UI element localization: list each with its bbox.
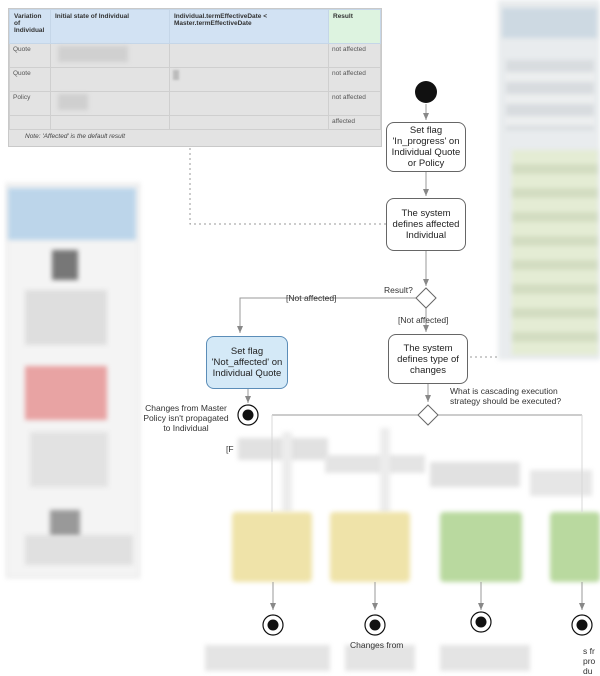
blurred-mid-vertical-2 — [380, 428, 390, 513]
end-node-1 — [262, 614, 284, 636]
start-node — [415, 81, 437, 103]
partial-right-label-3: du — [583, 666, 593, 676]
blurred-green-node-2 — [550, 512, 600, 582]
header-effective-date: Individual.termEffectiveDate < Master.te… — [169, 9, 329, 44]
result-decision-diamond — [415, 287, 437, 309]
blurred-right-panel-header — [502, 8, 597, 38]
blurred-green-node-1 — [440, 512, 522, 582]
blurred-left-block-2 — [25, 290, 107, 345]
cascading-question-label: What is cascading execution strategy sho… — [450, 386, 562, 406]
not-affected-guard-label: [Not affected] — [286, 293, 337, 303]
defines-affected-node: The system defines affected Individual — [386, 198, 466, 251]
cell-result: not affected — [328, 43, 381, 68]
header-result: Result — [328, 9, 381, 44]
result-question-label: Result? — [384, 285, 413, 295]
cell-variation: Quote — [9, 43, 51, 68]
partial-right-label-1: s fr — [583, 646, 595, 656]
state-table: Variation of Individual Initial state of… — [8, 8, 382, 147]
set-flag-in-progress-node: Set flag 'In_progress' on Individual Quo… — [386, 122, 466, 172]
cell-result: affected — [328, 115, 381, 130]
partial-changes-from-label: Changes from — [350, 640, 404, 650]
cascade-decision-diamond — [417, 404, 439, 426]
end-node-4 — [571, 614, 593, 636]
blurred-bottom-text-2 — [345, 645, 415, 671]
header-initial-state: Initial state of Individual — [50, 9, 170, 44]
table-note: Note: 'Affected' is the default result — [25, 133, 126, 140]
end-node-not-affected — [237, 404, 259, 426]
blurred-mid-text-2 — [325, 455, 425, 473]
blurred-right-panel-body — [512, 150, 598, 355]
changes-not-propagated-label: Changes from Master Policy isn't propaga… — [143, 403, 229, 433]
partial-bracket-label: [F — [226, 444, 234, 454]
partial-right-label-2: pro — [583, 656, 596, 666]
blurred-left-red-block — [25, 366, 107, 420]
not-affected-guard-label-2: [Not affected] — [398, 315, 449, 325]
dotted-link-table — [189, 148, 388, 225]
blurred-mid-vertical-1 — [282, 432, 292, 512]
blurred-bottom-text-1 — [205, 645, 330, 671]
blurred-right-panel-rows — [506, 60, 594, 130]
defines-type-node: The system defines type of changes — [388, 334, 468, 384]
end-node-3 — [470, 611, 492, 633]
blurred-yellow-node-1 — [232, 512, 312, 582]
blurred-left-block-4 — [50, 510, 80, 538]
header-variation: Variation of Individual — [9, 9, 51, 44]
blurred-left-block-3 — [30, 432, 108, 487]
blurred-yellow-node-2 — [330, 512, 410, 582]
set-flag-not-affected-node: Set flag 'Not_affected' on Individual Qu… — [206, 336, 288, 389]
blurred-mid-text-3 — [430, 462, 520, 487]
blurred-left-block-1 — [52, 250, 78, 280]
end-node-2 — [364, 614, 386, 636]
blurred-left-panel-header — [8, 188, 136, 240]
cell-redacted — [50, 43, 170, 68]
table-row: Quote not affected — [9, 43, 381, 68]
blurred-bottom-text-3 — [440, 645, 530, 671]
table-row: affected — [9, 115, 381, 130]
edge-decision-to-notaffected — [237, 297, 416, 333]
blurred-left-block-5 — [25, 535, 133, 565]
